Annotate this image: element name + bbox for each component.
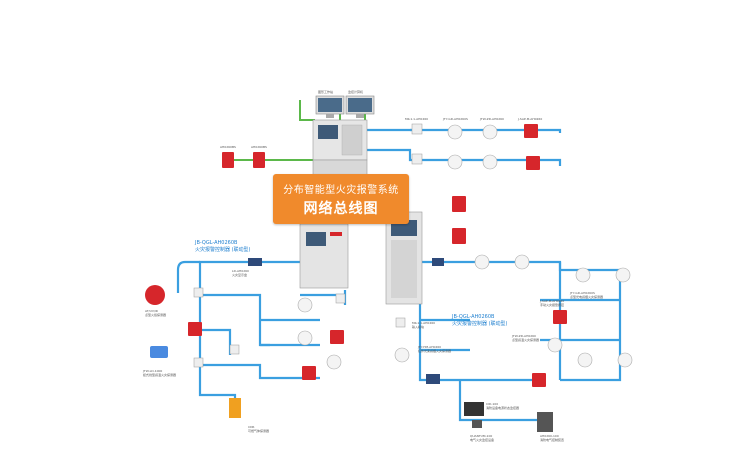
beam-label: JTY-HM-AH0260 <box>417 345 441 349</box>
left-subsystem-model: JB-QGL-AH0260B <box>194 240 238 246</box>
repeater-label: CDR <box>248 425 255 429</box>
call-label-right: J-SAP-M-AH0260 <box>539 299 564 303</box>
left-subsystem-desc: 火灾报警控制器 (联动型) <box>195 246 251 253</box>
top-row-devices <box>411 123 540 170</box>
cam-right-label: AH0260-100 <box>540 434 559 438</box>
module-desc-right: 输入模块 <box>412 324 424 329</box>
sounder-label-2: AH0260BS <box>251 145 267 149</box>
smoke-desc-right: 点型光电感烟火灾探测器 <box>570 294 603 299</box>
workstation-monitor-right <box>345 95 375 118</box>
quantum-desc: 电气火灾监控设备 <box>470 437 494 442</box>
heat-desc-right: 点型感温火灾探测器 <box>512 337 539 342</box>
right-loop-devices <box>394 254 633 432</box>
cam-left-desc: 消防设备电源状态监控器 <box>486 405 519 410</box>
workstation-monitor-left <box>315 95 345 118</box>
right-subsystem-model: JB-QGL-AH0260B <box>451 314 495 320</box>
controller-cabinet-right <box>385 211 423 305</box>
flame-label: AT/UV/IR <box>145 309 158 313</box>
alarm-sounder-2 <box>253 152 265 168</box>
heat-label-right: JTW-ZD-AH0260 <box>511 334 536 338</box>
sounder-label-1: AH0260BS <box>220 145 236 149</box>
right-subsystem-desc: 火灾报警控制器 (联动型) <box>452 320 508 327</box>
alarm-sounder-1 <box>222 152 234 168</box>
banner-title: 网络总线图 <box>303 201 379 217</box>
banner-subtitle: 分布智能型火灾报警系统 <box>283 185 399 196</box>
panel-label: LD-AH0260 <box>232 269 249 273</box>
repeater-desc: 可燃气体探测器 <box>248 428 269 433</box>
call-desc-right: 手动火灾报警按钮 <box>540 302 564 307</box>
monitor-pc-label: 监控计算机 <box>348 89 363 94</box>
call-label-top: J-SAP-M-AH0260 <box>517 117 542 121</box>
module-label-right: MK-1.1-AH0260 <box>412 321 435 325</box>
heat-label-top: JTW-ZD-AH0260 <box>479 117 504 121</box>
sounder-right-stack <box>452 196 466 244</box>
quantum-label: QUANTUM-100 <box>470 434 492 438</box>
cam-left-label: CID-100 <box>486 402 498 406</box>
controller-cabinet-left <box>299 223 349 289</box>
panel-desc: 火灾显示盘 <box>232 272 247 277</box>
system-title-banner: 分布智能型火灾报警系统 网络总线图 <box>273 174 409 224</box>
module-label-top: MK-1.1-AH0260 <box>405 117 428 121</box>
linear-desc: 缆式线型感温火灾探测器 <box>143 372 176 377</box>
left-loop-devices <box>145 258 346 418</box>
beam-desc: 红外光束感烟火灾探测器 <box>418 348 451 353</box>
linear-label: JTW-LD-1000 <box>142 369 162 373</box>
cam-right-desc: 消防电气控制装置 <box>540 437 564 442</box>
flame-desc: 点型火焰探测器 <box>145 312 166 317</box>
smoke-label-top: JTY-GD-AH0260S <box>442 117 468 121</box>
workstation-label: 图形工作站 <box>318 89 333 94</box>
smoke-label-right: JTY-GD-AH0260S <box>569 291 595 295</box>
